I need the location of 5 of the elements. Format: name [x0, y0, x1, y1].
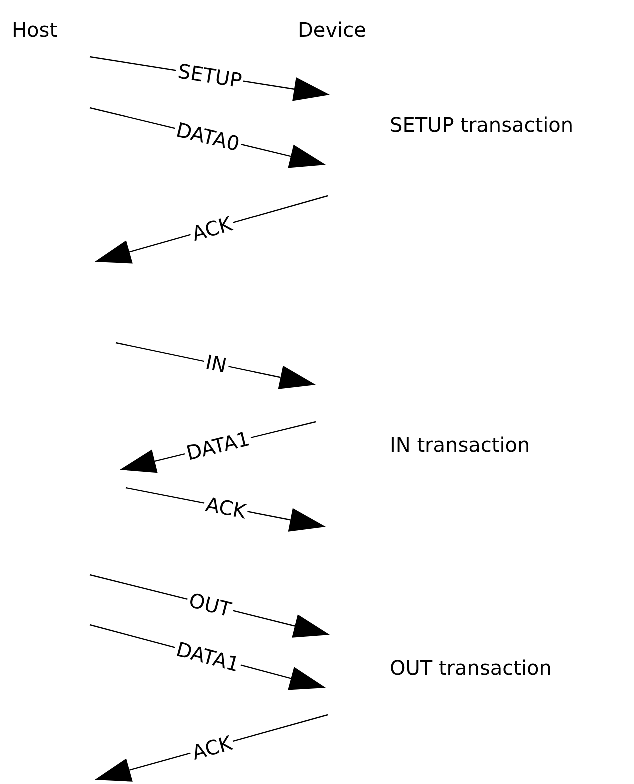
transaction-label: SETUP transaction: [390, 115, 574, 135]
transaction-label: OUT transaction: [390, 658, 552, 678]
device-label: Device: [298, 20, 366, 40]
host-label: Host: [12, 20, 58, 40]
transaction-label: IN transaction: [390, 435, 530, 455]
